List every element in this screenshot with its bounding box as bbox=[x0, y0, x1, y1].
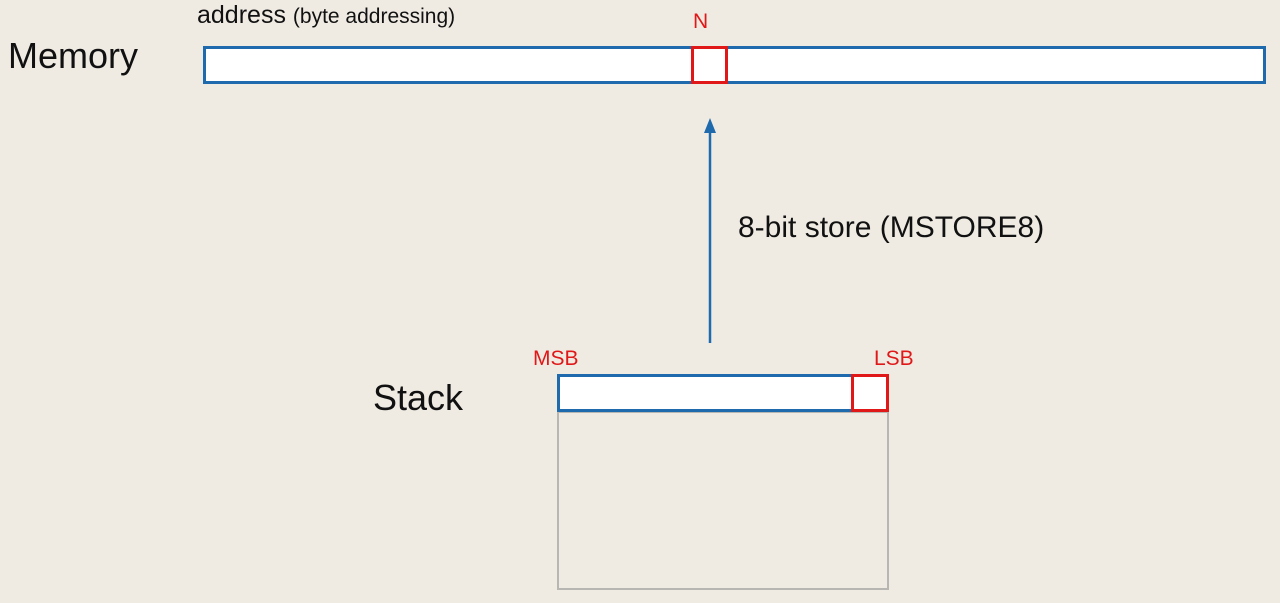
stack-top-word bbox=[557, 374, 889, 412]
memory-label: Memory bbox=[8, 35, 139, 76]
stack-lsb-byte bbox=[851, 374, 889, 412]
address-note: (byte addressing) bbox=[292, 5, 456, 28]
memory-bar bbox=[203, 46, 1266, 84]
address-text: address bbox=[197, 1, 286, 29]
store-arrow-icon bbox=[704, 118, 716, 343]
address-label: address (byte addressing) bbox=[197, 1, 456, 30]
msb-label: MSB bbox=[533, 347, 579, 370]
lsb-label: LSB bbox=[874, 347, 914, 370]
memory-cell-label: N bbox=[693, 10, 709, 33]
store-arrow-head bbox=[704, 118, 716, 133]
stack-label: Stack bbox=[373, 377, 464, 418]
stack-body bbox=[557, 411, 889, 590]
memory-target-byte bbox=[691, 46, 728, 84]
operation-label: 8-bit store (MSTORE8) bbox=[738, 211, 1045, 244]
